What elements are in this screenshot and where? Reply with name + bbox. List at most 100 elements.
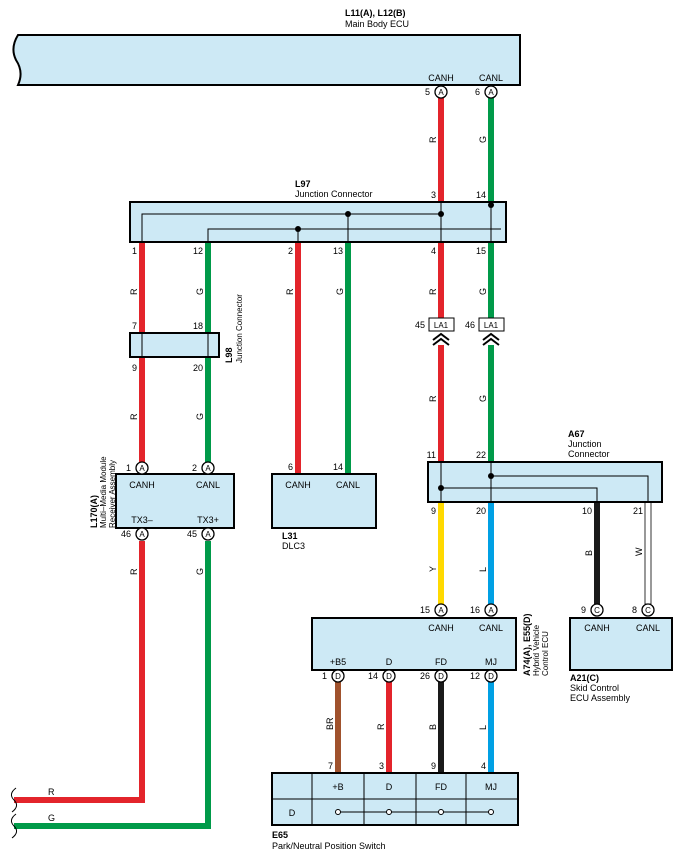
l97-pin-12: 12 xyxy=(193,246,203,256)
e65-pin-4: 4 xyxy=(481,761,486,771)
a74-conn-16: A xyxy=(488,606,494,615)
l31-code: L31 xyxy=(282,531,298,541)
a74-conn-d1: D xyxy=(335,672,341,681)
a67-name-2: Connector xyxy=(568,449,610,459)
l97-pin-13: 13 xyxy=(333,246,343,256)
a74-conn-d4: D xyxy=(488,672,494,681)
wire-w-a21 xyxy=(644,501,652,605)
wire-label-g: G xyxy=(478,395,488,402)
l170-name-1: Multi–Media Module xyxy=(99,456,108,528)
a21-name-1: Skid Control xyxy=(570,683,619,693)
wires xyxy=(14,98,652,829)
wire-label-b: B xyxy=(428,724,438,730)
main-conn-a2: A xyxy=(488,88,494,97)
e65-park-neutral-switch: 7 3 9 4 +B D FD MJ D E65 Park/Neutral Po… xyxy=(271,761,519,851)
l170-pin-46: 46 xyxy=(121,529,131,539)
wire-label-b: B xyxy=(584,550,594,556)
wire-r-out xyxy=(14,541,145,803)
wire-label-r: R xyxy=(428,395,438,402)
wire-label-g: G xyxy=(195,288,205,295)
l31-canl: CANL xyxy=(336,480,360,490)
la1-connector: LA1 LA1 45 46 xyxy=(415,317,505,346)
l98-pin-9: 9 xyxy=(132,363,137,373)
l170-multimedia-module: A A 1 2 CANH CANL TX3– TX3+ A A 46 45 L1… xyxy=(89,456,235,541)
l98-pin-7: 7 xyxy=(132,321,137,331)
a74-canh: CANH xyxy=(428,623,454,633)
e65-fd: FD xyxy=(435,782,447,792)
a67-name-1: Junction xyxy=(568,439,602,449)
a21-canh: CANH xyxy=(584,623,610,633)
wire-label-g: G xyxy=(195,568,205,575)
a74-code: A74(A), E55(D) xyxy=(522,613,532,676)
l170-pin-45: 45 xyxy=(187,529,197,539)
e65-code: E65 xyxy=(272,830,288,840)
wire-label-r: R xyxy=(129,288,139,295)
a74-pin-1: 1 xyxy=(322,671,327,681)
wire-label-r: R xyxy=(428,288,438,295)
wire-label-r: R xyxy=(129,413,139,420)
a67-pin-11: 11 xyxy=(427,450,436,460)
wire-label-y: Y xyxy=(428,566,438,572)
l170-conn-2: A xyxy=(205,464,211,473)
l98-name: Junction Connector xyxy=(235,294,244,363)
e65-pin-9: 9 xyxy=(431,761,436,771)
wire-label-r: R xyxy=(129,568,139,575)
l170-conn-45: A xyxy=(205,530,211,539)
a74-fd: FD xyxy=(435,657,447,667)
wire-label-l: L xyxy=(478,567,488,572)
l31-pin-14: 14 xyxy=(333,462,343,472)
l170-canl: CANL xyxy=(196,480,220,490)
l170-pin-1: 1 xyxy=(126,463,131,473)
l98-pin-18: 18 xyxy=(193,321,203,331)
a67-pin-22: 22 xyxy=(476,450,486,460)
a67-pin-10: 10 xyxy=(582,506,592,516)
main-body-ecu-code: L11(A), L12(B) xyxy=(345,8,406,18)
a74-mj: MJ xyxy=(485,657,497,667)
e65-row-label: D xyxy=(289,808,296,818)
wire-label-g: G xyxy=(478,288,488,295)
main-pin-6: 6 xyxy=(475,87,480,97)
a21-conn-9: C xyxy=(594,606,600,615)
l97-pin-4: 4 xyxy=(431,246,436,256)
main-body-ecu-name: Main Body ECU xyxy=(345,19,409,29)
main-canh-label: CANH xyxy=(428,73,454,83)
a74-name-1: Hybrid Vehicle xyxy=(532,624,541,676)
a74-b5: +B5 xyxy=(330,657,346,667)
la1-pin-46: 46 xyxy=(465,320,475,330)
l97-pin-3: 3 xyxy=(431,190,436,200)
wire-label-r: R xyxy=(285,288,295,295)
a67-pin-20: 20 xyxy=(476,506,486,516)
a74-name-2: Control ECU xyxy=(541,631,550,676)
wire-label-r: R xyxy=(48,787,55,797)
a21-skid-control-ecu: C C 9 8 CANH CANL A21(C) Skid Control EC… xyxy=(569,603,673,703)
e65-pin-3: 3 xyxy=(379,761,384,771)
e65-d: D xyxy=(386,782,393,792)
l170-tx3-minus: TX3– xyxy=(131,515,153,525)
la1-pin-45: 45 xyxy=(415,320,425,330)
l170-conn-46: A xyxy=(139,530,145,539)
l98-code: L98 xyxy=(224,347,234,363)
l31-canh: CANH xyxy=(285,480,311,490)
a67-junction-connector: A67 Junction Connector 11 22 9 20 10 21 xyxy=(427,429,663,516)
a67-pin-9: 9 xyxy=(431,506,436,516)
a74-conn-15: A xyxy=(438,606,444,615)
a21-code: A21(C) xyxy=(570,673,599,683)
l97-pin-15: 15 xyxy=(476,246,486,256)
e65-mj: MJ xyxy=(485,782,497,792)
a74-pin-26: 26 xyxy=(420,671,430,681)
l170-tx3-plus: TX3+ xyxy=(197,515,219,525)
l97-code: L97 xyxy=(295,179,311,189)
la1-label-1: LA1 xyxy=(434,321,449,330)
wire-label-g: G xyxy=(195,413,205,420)
e65-pin-7: 7 xyxy=(328,761,333,771)
wire-label-r: R xyxy=(376,723,386,730)
a74-pin-12: 12 xyxy=(470,671,480,681)
main-canl-label: CANL xyxy=(479,73,503,83)
a74-pin-16: 16 xyxy=(470,605,480,615)
a67-code: A67 xyxy=(568,429,585,439)
a74-pin-14: 14 xyxy=(368,671,378,681)
wire-label-r: R xyxy=(428,136,438,143)
a74-conn-d2: D xyxy=(386,672,392,681)
l97-pin-1: 1 xyxy=(132,246,137,256)
